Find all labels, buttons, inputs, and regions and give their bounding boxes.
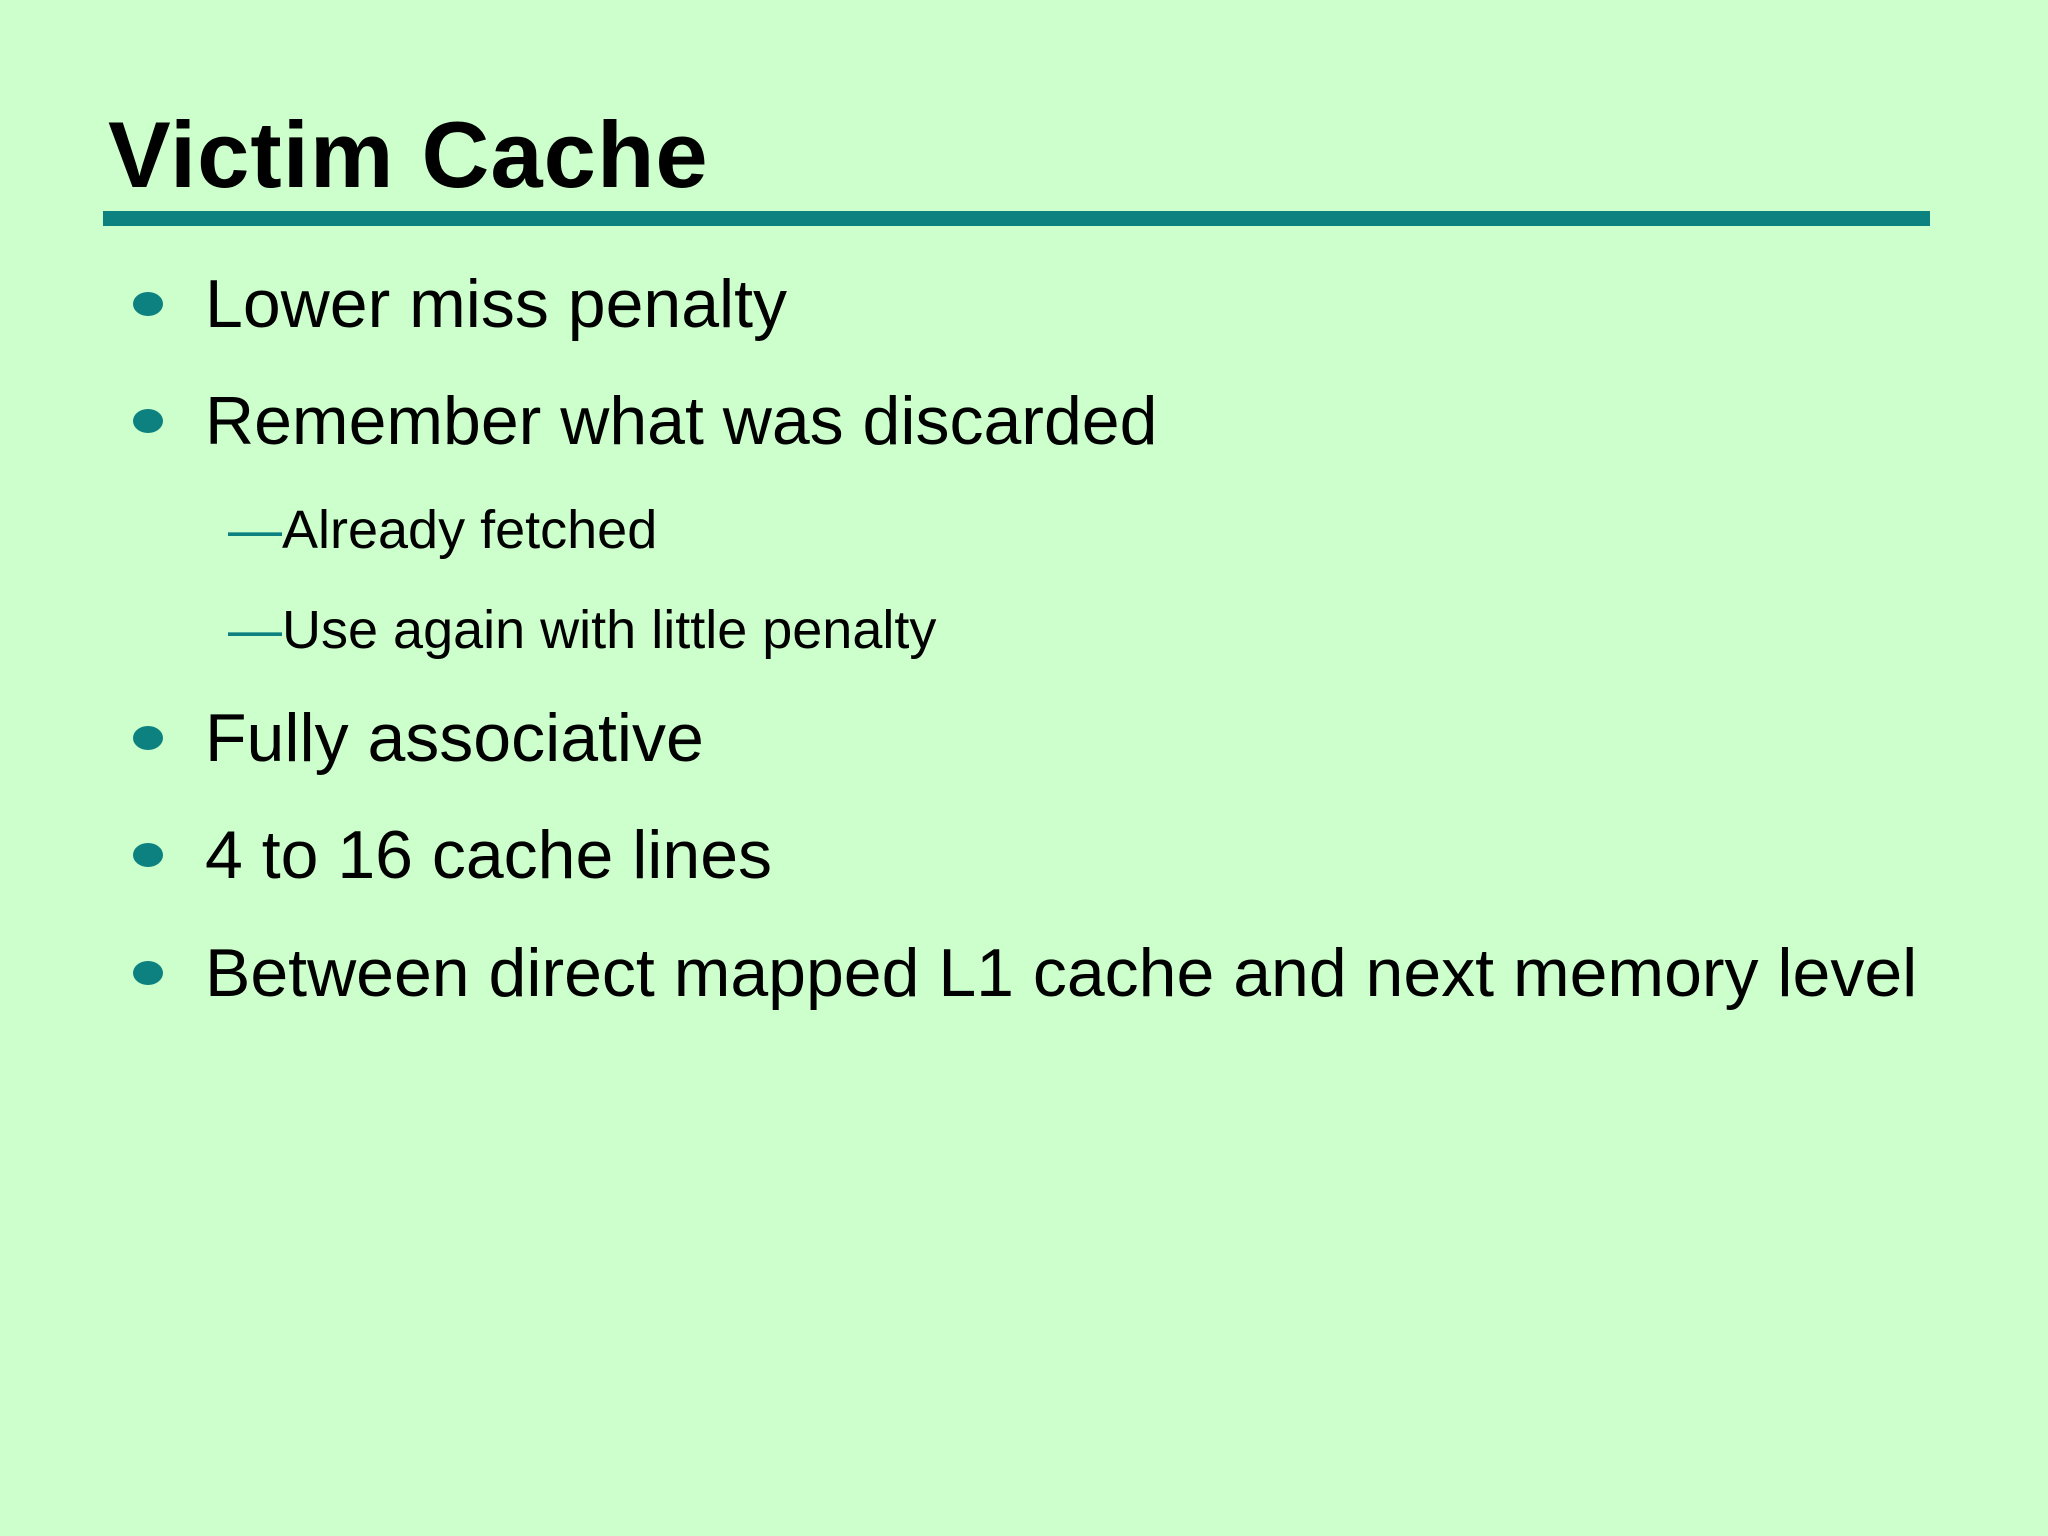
bullet-dot-icon — [133, 843, 163, 867]
list-item: Between direct mapped L1 cache and next … — [133, 914, 1923, 1024]
bullet-list: Lower miss penalty Remember what was dis… — [133, 246, 1923, 1024]
bullet-label: Between direct mapped L1 cache and next … — [205, 935, 1918, 1011]
list-item: Remember what was discarded — [133, 363, 1923, 480]
list-item: Lower miss penalty — [133, 246, 1923, 363]
bullet-dot-icon — [133, 726, 163, 750]
bullet-label: Remember what was discarded — [205, 383, 1158, 459]
bullet-dot-icon — [133, 292, 163, 316]
sub-list-item: —Already fetched — [133, 480, 1923, 580]
bullet-label: Fully associative — [205, 700, 704, 776]
dash-bullet-icon: — — [228, 500, 282, 560]
bullet-label: Lower miss penalty — [205, 266, 788, 342]
sub-bullet-label: Use again with little penalty — [282, 600, 937, 660]
bullet-dot-icon — [133, 961, 163, 985]
bullet-dot-icon — [133, 409, 163, 433]
dash-bullet-icon: — — [228, 600, 282, 660]
list-item: 4 to 16 cache lines — [133, 797, 1923, 914]
bullet-label: 4 to 16 cache lines — [205, 817, 773, 893]
title-underline-rule — [103, 211, 1930, 226]
sub-bullet-label: Already fetched — [282, 500, 658, 560]
page-title: Victim Cache — [108, 102, 709, 207]
list-item: Fully associative — [133, 680, 1923, 797]
sub-list-item: —Use again with little penalty — [133, 580, 1923, 680]
